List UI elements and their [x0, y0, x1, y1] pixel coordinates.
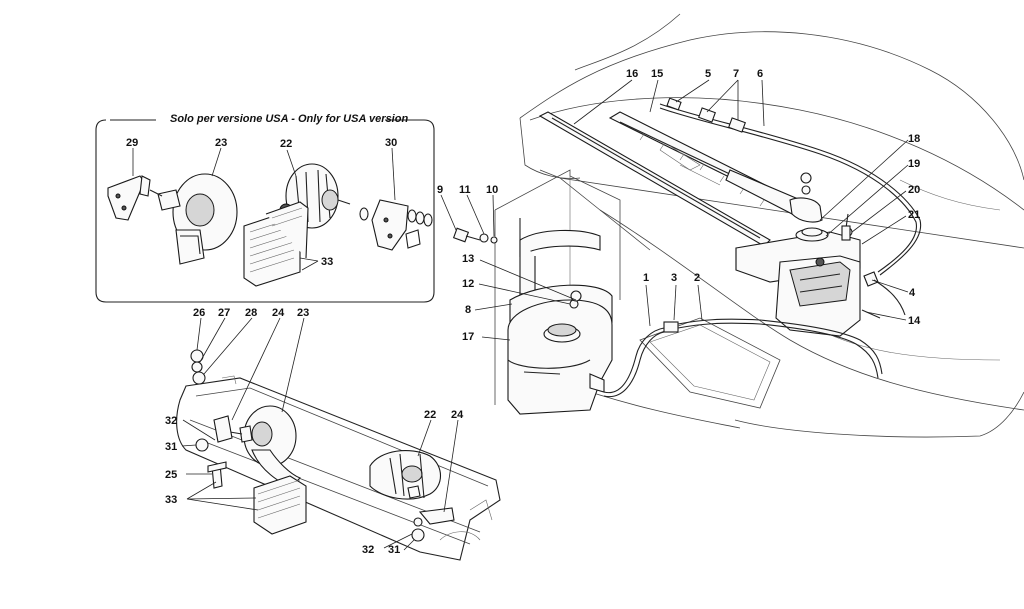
label-24-lower: 24 — [451, 409, 464, 421]
horn-part-22 — [369, 450, 442, 500]
label-16: 16 — [626, 68, 638, 80]
washer-reservoir — [452, 218, 613, 415]
label-30: 30 — [385, 137, 397, 149]
label-15: 15 — [651, 68, 663, 80]
label-22: 22 — [424, 409, 436, 421]
usa-version-inset: Solo per versione USA - Only for USA ver… — [95, 113, 435, 303]
grille-part-33-inset — [243, 201, 309, 287]
label-23-inset: 23 — [215, 137, 227, 149]
label-11: 11 — [459, 184, 471, 196]
label-21: 21 — [908, 209, 920, 221]
wiper-blade-assembly — [538, 111, 823, 247]
label-1: 1 — [643, 272, 649, 284]
label-2: 2 — [694, 272, 700, 284]
bracket-part-30 — [359, 199, 433, 251]
label-9: 9 — [437, 184, 443, 196]
label-27: 27 — [218, 307, 230, 319]
label-8: 8 — [465, 304, 471, 316]
label-19: 19 — [908, 158, 920, 170]
label-17: 17 — [462, 331, 474, 343]
washer-pump-hose — [603, 318, 883, 398]
label-22-inset: 22 — [280, 138, 292, 150]
label-24: 24 — [272, 307, 285, 319]
leader-lines — [181, 79, 909, 551]
grille-part-33 — [253, 475, 307, 535]
label-5: 5 — [705, 68, 711, 80]
inset-caption: Solo per versione USA - Only for USA ver… — [170, 113, 408, 125]
label-10: 10 — [486, 184, 498, 196]
label-18: 18 — [908, 133, 920, 145]
part-number-labels: 16 15 5 7 6 18 19 20 21 4 14 1 3 2 9 11 … — [126, 68, 921, 556]
label-25: 25 — [165, 469, 177, 481]
label-26: 26 — [193, 307, 205, 319]
label-6: 6 — [757, 68, 763, 80]
label-31: 31 — [165, 441, 177, 453]
bracket-part-29 — [107, 175, 151, 221]
label-23: 23 — [297, 307, 309, 319]
wiper-motor-assembly — [735, 213, 906, 337]
label-14: 14 — [908, 315, 921, 327]
label-33: 33 — [165, 494, 177, 506]
label-31-lower: 31 — [388, 544, 400, 556]
label-7: 7 — [733, 68, 739, 80]
label-28: 28 — [245, 307, 257, 319]
label-29: 29 — [126, 137, 138, 149]
fasteners-lower — [190, 349, 455, 542]
label-12: 12 — [462, 278, 474, 290]
label-20: 20 — [908, 184, 920, 196]
label-13: 13 — [462, 253, 474, 265]
horn-part-23-inset — [149, 173, 238, 265]
label-4: 4 — [909, 287, 916, 299]
label-3: 3 — [671, 272, 677, 284]
label-32: 32 — [165, 415, 177, 427]
label-32-lower: 32 — [362, 544, 374, 556]
horn-part-23 — [213, 405, 301, 487]
label-33-inset: 33 — [321, 256, 333, 268]
